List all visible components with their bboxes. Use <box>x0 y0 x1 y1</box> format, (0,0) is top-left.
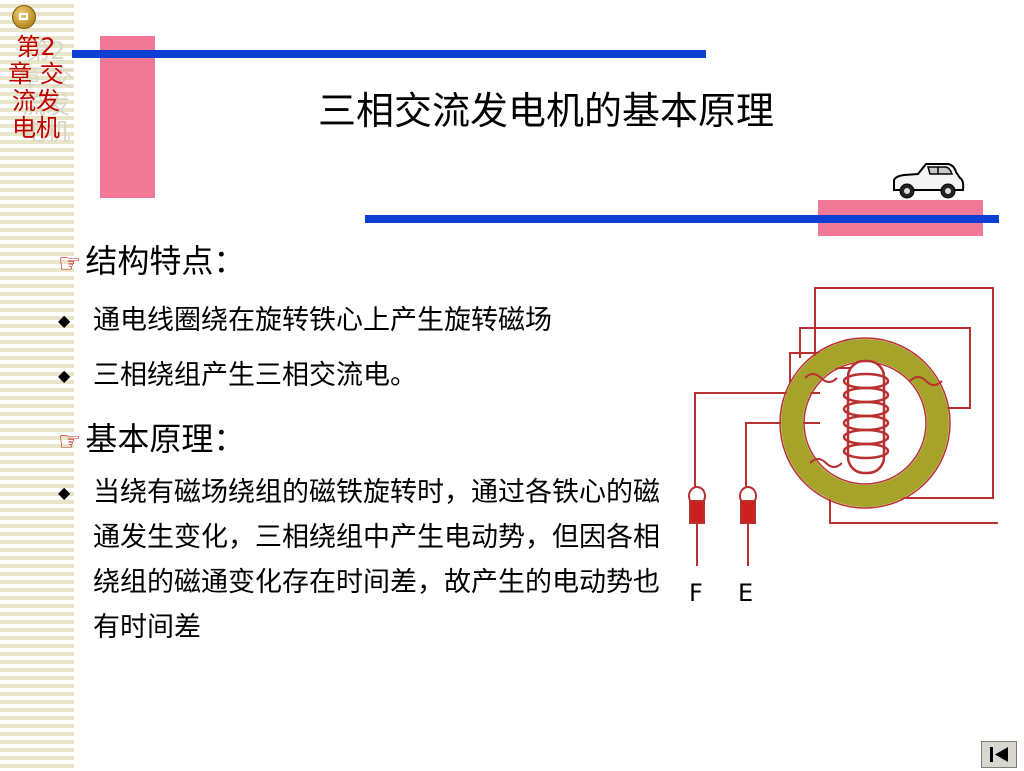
chapter-label-shadow: 第2章 交流发电机 <box>18 37 74 146</box>
bullet-text-3: 当绕有磁场绕组的磁铁旋转时，通过各铁心的磁通发生变化，三相绕组中产生电动势，但因… <box>93 477 660 643</box>
bullet-item-3: ◆ 当绕有磁场绕组的磁铁旋转时，通过各铁心的磁通发生变化，三相绕组中产生电动势，… <box>58 470 676 650</box>
slide-title: 三相交流发电机的基本原理 <box>318 89 775 133</box>
generator-diagram: F E <box>688 287 998 607</box>
diamond-bullet-icon: ◆ <box>58 311 71 330</box>
diamond-bullet-icon: ◆ <box>58 483 71 502</box>
first-slide-button[interactable] <box>981 741 1017 768</box>
car-icon <box>893 163 965 199</box>
heading-structure-text: 结构特点： <box>85 242 246 280</box>
chapter-label: 第2章 交流发电机 <box>8 33 64 142</box>
heading-principle: ☞基本原理： <box>58 414 245 460</box>
terminal-e-label: E <box>738 579 753 607</box>
bullet-text-2: 三相绕组产生三相交流电。 <box>93 360 417 391</box>
blue-decor-line-top <box>72 50 706 58</box>
diamond-bullet-icon: ◆ <box>58 366 71 385</box>
heading-structure: ☞结构特点： <box>58 236 245 282</box>
first-slide-icon <box>990 747 1008 762</box>
left-decorative-strip <box>0 0 74 768</box>
pointing-hand-icon: ☞ <box>58 427 82 457</box>
terminal-e <box>739 486 757 566</box>
terminal-f <box>688 486 706 566</box>
bullet-item-1: ◆ 通电线圈绕在旋转铁心上产生旋转磁场 <box>58 298 678 343</box>
blue-decor-line-bottom <box>365 215 999 223</box>
stator-ring <box>781 339 949 507</box>
bullet-item-2: ◆ 三相绕组产生三相交流电。 <box>58 353 678 398</box>
home-icon[interactable] <box>12 5 36 29</box>
bullet-text-1: 通电线圈绕在旋转铁心上产生旋转磁场 <box>93 305 552 336</box>
heading-principle-text: 基本原理： <box>85 420 246 458</box>
terminal-f-label: F <box>689 579 703 607</box>
pointing-hand-icon: ☞ <box>58 249 82 279</box>
pink-decor-bar-top <box>100 36 155 198</box>
